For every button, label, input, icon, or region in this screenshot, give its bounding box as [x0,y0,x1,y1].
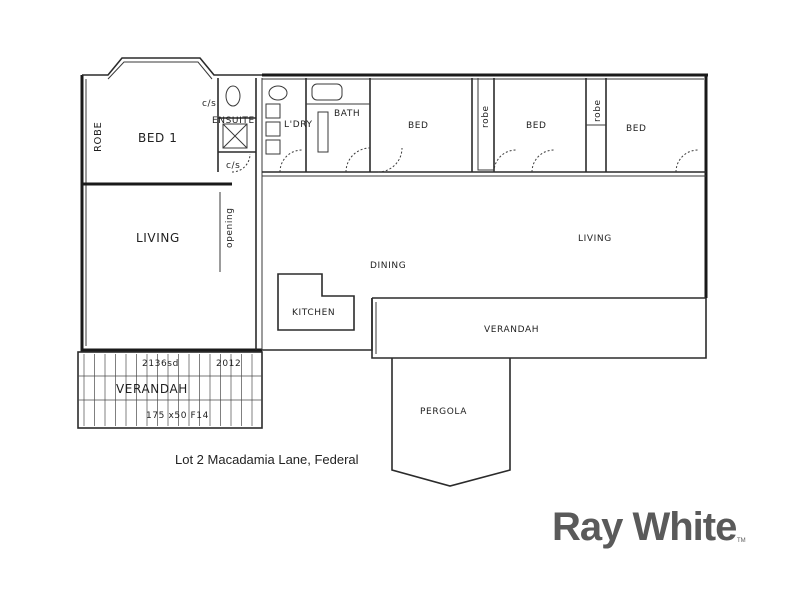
room-label-robe-right: robe [593,99,603,122]
room-labels: BED 1 ROBE c/s ENSUITE c/s L'DRY BATH BE… [93,99,647,421]
vanity-icon [317,111,329,153]
dimension-label-1: 2136sd [142,359,179,369]
interior-walls [82,78,706,351]
room-label-bed3: BED [526,121,547,131]
room-label-robe-left: ROBE [93,122,104,152]
toilet-icon [225,85,241,107]
pergola [391,358,511,487]
room-label-cs-bottom: c/s [226,161,240,171]
outer-walls [80,57,708,352]
room-label-verandah-left: VERANDAH [116,382,188,396]
room-label-bed1: BED 1 [138,131,178,145]
door-swings [231,147,699,173]
fixtures [225,83,343,155]
room-label-robe-mid: robe [481,105,491,128]
bathtub-icon [311,83,343,101]
room-label-opening: opening [225,207,235,248]
room-label-living-right: LIVING [578,234,612,244]
room-label-verandah-right: VERANDAH [484,325,539,335]
brand-logo: Ray White [552,505,737,549]
room-label-ensuite: ENSUITE [212,116,255,126]
dimension-label-2: 2012 [216,359,241,369]
room-label-bed2: BED [408,121,429,131]
room-label-living-left: LIVING [136,231,180,245]
verandah-right [371,298,707,359]
room-label-bath: BATH [334,109,360,119]
verandah-left-deck [77,351,263,429]
plan-caption: Lot 2 Macadamia Lane, Federal [175,452,359,467]
toilet-icon [268,85,288,101]
washer-icon [265,121,281,137]
laundry-tub-icon [265,103,281,119]
room-label-cs-top: c/s [202,99,216,109]
beam-label: 175 x50 F14 [146,411,209,421]
brand-trademark: TM [737,538,746,544]
room-label-pergola: PERGOLA [420,407,467,417]
room-label-kitchen: KITCHEN [292,308,335,318]
dryer-icon [265,139,281,155]
room-label-laundry: L'DRY [284,120,313,130]
room-label-dining: DINING [370,261,406,271]
room-label-bed4: BED [626,124,647,134]
